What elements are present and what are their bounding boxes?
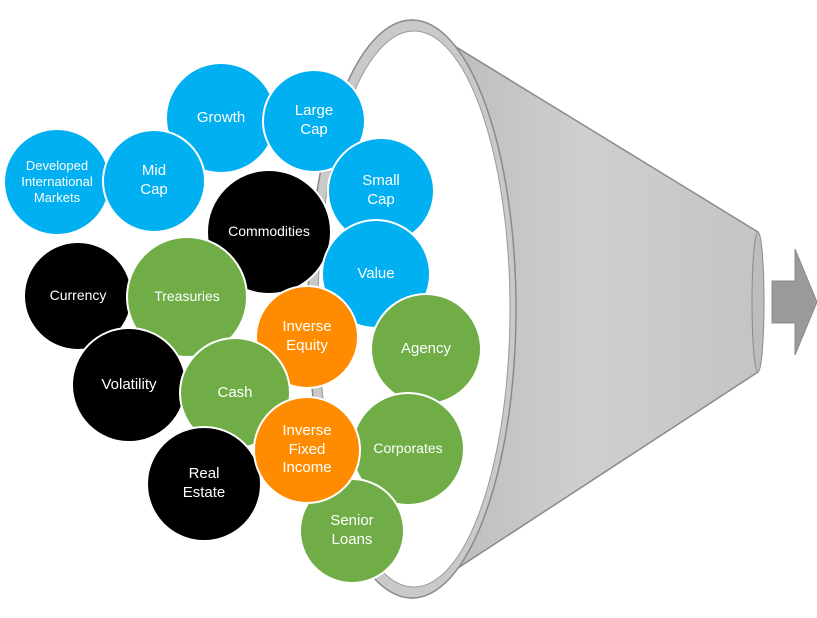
bubble-label-line: Cap [140,181,168,198]
bubble-label-line: Equity [286,337,328,354]
bubble-label-line: Large [294,102,334,120]
bubble-label-line: Fixed [288,440,326,458]
bubble-label-line: Mid [141,162,167,180]
bubble-label-line: Senior [330,512,374,530]
bubble-volatility: Volatility [71,327,187,443]
bubble-label-line: Agency [400,339,452,357]
bubble-label-line: International [21,173,93,189]
bubble-label-line: Cap [300,121,328,138]
bubble-label-line: Markets [33,190,81,206]
bubble-label-line: Currency [49,287,107,304]
bubble-label: Agency [401,340,451,359]
bubble-label-line: Value [357,264,395,282]
bubble-label: Volatility [101,376,156,395]
bubble-label: Corporates [373,440,442,458]
bubble-label-line: Inverse [282,421,332,439]
bubble-label-line: Loans [331,531,373,548]
bubble-label-line: Growth [196,108,246,126]
bubble-label-line: Inverse [282,318,332,336]
bubble-label: Growth [197,109,245,128]
bubble-label-line: Commodities [228,223,310,240]
bubble-label: Treasuries [154,288,220,306]
bubble-label-line: Real [188,465,220,483]
funnel-spout [751,231,765,373]
bubble-label: Currency [50,287,107,305]
bubble-label-line: Small [362,172,400,190]
bubble-label-line: Cap [367,191,395,208]
bubble-label: Cash [217,384,252,403]
bubble-label: Value [357,265,394,284]
bubble-label-line: Corporates [373,440,443,457]
bubble-agency: Agency [370,293,482,405]
bubble-label: Commodities [228,223,310,241]
bubble-label-line: Cash [217,383,253,401]
output-arrow-icon [771,248,817,356]
bubble-label-line: Volatility [101,375,157,393]
bubble-label-line: Income [282,459,332,477]
bubble-label-line: Developed [25,157,89,173]
bubble-label-line: Treasuries [154,288,220,305]
bubble-label-line: Estate [182,484,226,501]
